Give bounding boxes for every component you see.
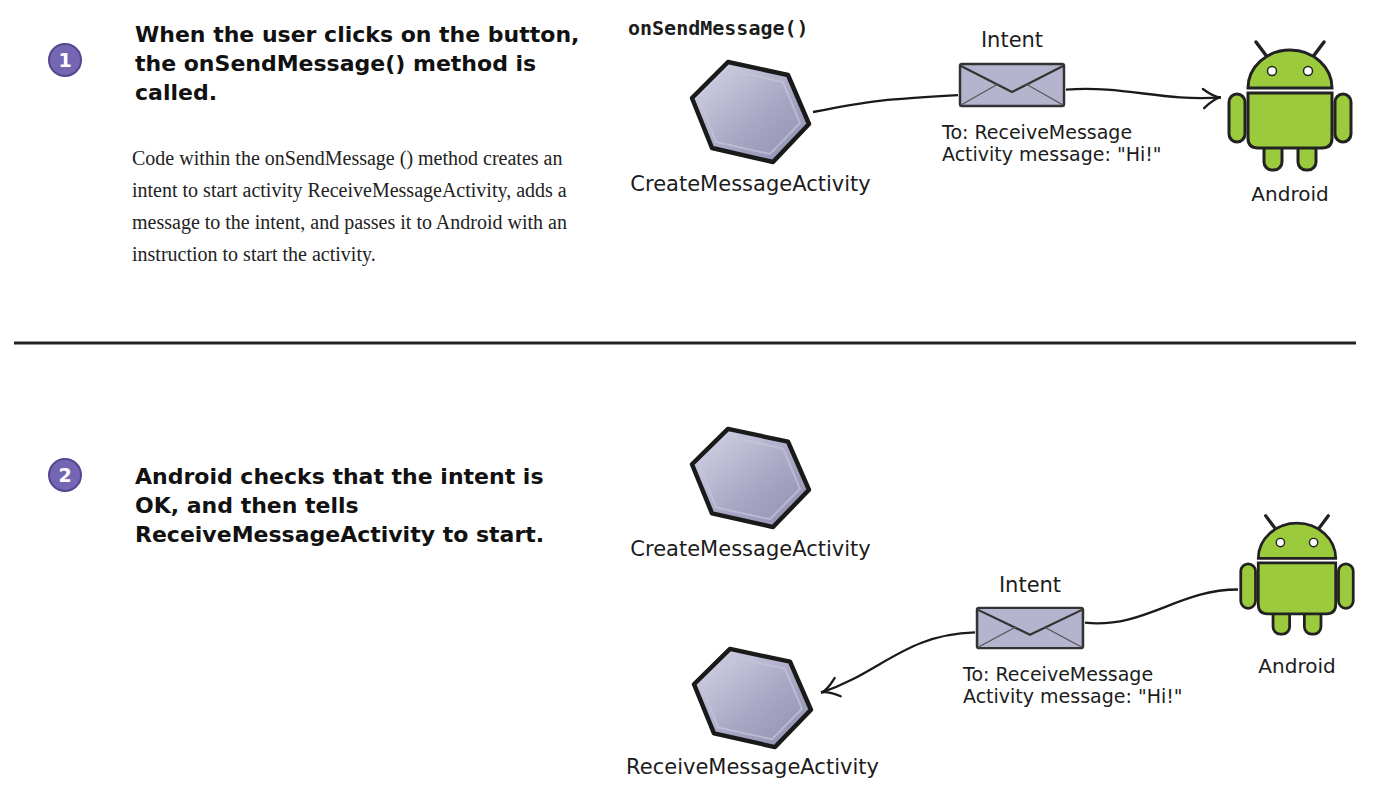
intent-envelope-outline bbox=[975, 606, 1085, 650]
activity-hexagon: onSendMessage()CreateMessageActivity bbox=[688, 58, 813, 166]
connector bbox=[813, 95, 958, 112]
callout-number: 1 bbox=[48, 43, 82, 77]
step-description: Code within the onSendMessage () method … bbox=[132, 142, 594, 270]
intent-label: Intent bbox=[938, 28, 1086, 52]
activity-label: CreateMessageActivity bbox=[598, 172, 903, 196]
connector-line bbox=[1085, 590, 1238, 624]
activity-hexagon: CreateMessageActivity bbox=[688, 425, 813, 531]
android-robot: Android bbox=[1238, 512, 1356, 637]
intent-envelope-outline bbox=[958, 62, 1066, 108]
connector-line bbox=[821, 632, 975, 692]
separator-line bbox=[14, 342, 1356, 345]
method-label: onSendMessage() bbox=[628, 16, 878, 40]
connector bbox=[821, 632, 975, 696]
step-heading: When the user clicks on the button, the … bbox=[135, 20, 585, 107]
android-robot: Android bbox=[1226, 38, 1354, 173]
activity-label: ReceiveMessageActivity bbox=[600, 755, 905, 779]
arrowhead bbox=[821, 678, 841, 696]
callout-number: 2 bbox=[48, 458, 82, 492]
intent-contents: To: ReceiveMessage Activity message: "Hi… bbox=[963, 664, 1193, 708]
activity-hexagon-outline bbox=[688, 58, 813, 166]
activity-label: CreateMessageActivity bbox=[598, 537, 903, 561]
intent-contents: To: ReceiveMessage Activity message: "Hi… bbox=[942, 122, 1172, 166]
android-robot-outline bbox=[1226, 38, 1354, 173]
android-label: Android bbox=[1216, 182, 1364, 206]
connector bbox=[1066, 89, 1221, 108]
intent-label: Intent bbox=[955, 573, 1105, 597]
android-robot-outline bbox=[1238, 512, 1356, 637]
arrowhead bbox=[1203, 89, 1221, 108]
intent-envelope: IntentTo: ReceiveMessage Activity messag… bbox=[958, 62, 1066, 108]
step-heading: Android checks that the intent is OK, an… bbox=[135, 462, 575, 549]
activity-hexagon-outline bbox=[690, 645, 815, 751]
connector bbox=[1085, 590, 1238, 624]
connector-line bbox=[1066, 89, 1221, 98]
connector-line bbox=[813, 95, 958, 112]
android-label: Android bbox=[1223, 654, 1371, 678]
activity-hexagon-outline bbox=[688, 425, 813, 531]
intent-envelope: IntentTo: ReceiveMessage Activity messag… bbox=[975, 606, 1085, 650]
activity-hexagon: ReceiveMessageActivity bbox=[690, 645, 815, 751]
